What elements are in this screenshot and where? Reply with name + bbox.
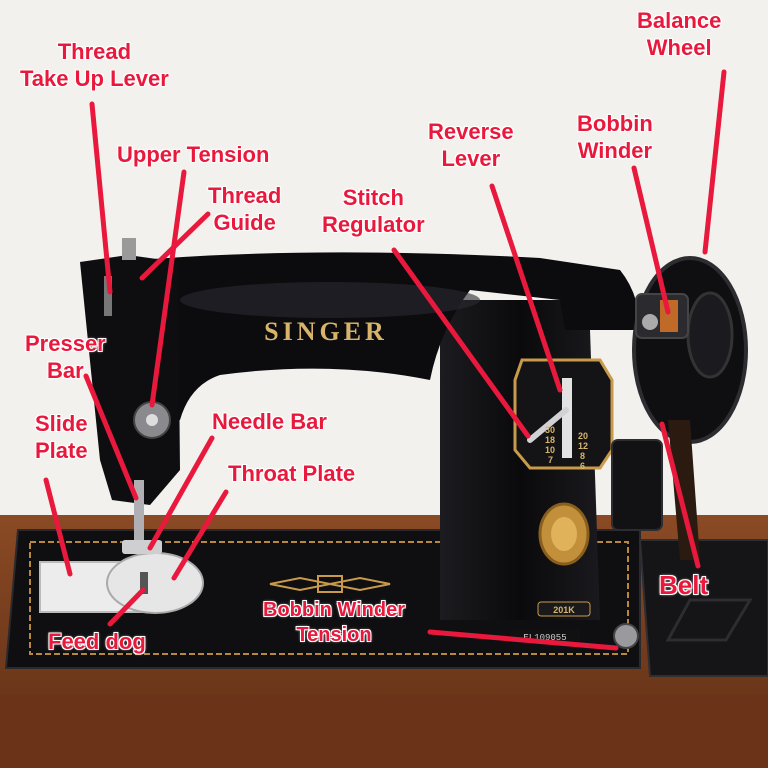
label-thread-take-up-lever-line-1: Thread <box>57 39 132 64</box>
label-reverse-lever: Reverse Lever <box>428 118 514 172</box>
label-slide-plate: Slide Plate <box>35 410 88 464</box>
bed-ornament-box <box>317 575 343 593</box>
label-presser-bar: Presser Bar <box>25 330 106 384</box>
label-belt-line-1: Belt <box>659 570 709 600</box>
pointer-reverse-lever <box>489 183 563 393</box>
stitch-scale-left-2: 10 <box>545 445 555 455</box>
label-balance-wheel-line-1: Balance <box>637 8 722 33</box>
stitch-regulator-slot <box>562 378 572 458</box>
bobbin-winder-tension-part <box>613 623 639 649</box>
label-bobbin-winder-tension: Bobbin Winder Tension <box>263 598 405 648</box>
serial-text: EL109055 <box>523 633 566 643</box>
motor-block <box>611 439 663 531</box>
take-up-lever-part <box>104 276 112 316</box>
upper-tension-center <box>146 414 158 426</box>
label-needle-bar: Needle Bar <box>212 408 327 435</box>
label-presser-bar-line-1: Presser <box>25 331 106 356</box>
pointer-bobbin-winder-tension <box>427 629 619 651</box>
needle-bar-part <box>134 480 144 550</box>
reverse-lever-part <box>527 407 569 443</box>
model-badge-text: 201K <box>553 605 575 615</box>
label-upper-tension: Upper Tension <box>117 141 269 168</box>
label-bobbin-winder: Bobbin Winder <box>577 110 653 164</box>
label-throat-plate: Throat Plate <box>228 460 355 487</box>
label-thread-take-up-lever: Thread Take Up Lever <box>20 38 169 92</box>
label-feed-dog: Feed dog <box>48 628 146 655</box>
stitch-scale-right-2: 8 <box>580 451 585 461</box>
spool-pin <box>122 238 136 260</box>
extension-plate-chevron <box>665 598 753 642</box>
singer-logo: SINGER <box>264 317 388 346</box>
pointer-upper-tension <box>149 169 187 408</box>
label-balance-wheel: Balance Wheel <box>637 7 721 61</box>
label-needle-bar-line-1: Needle Bar <box>212 409 327 434</box>
stitch-scale-right-0: 20 <box>578 431 588 441</box>
singer-medallion-inner <box>551 517 577 551</box>
label-stitch-regulator-line-1: Stitch <box>342 185 404 210</box>
pointer-slide-plate <box>43 477 73 577</box>
pointer-thread-guide <box>139 211 211 281</box>
stitch-scale-right-3: 6 <box>580 461 585 471</box>
pointer-belt <box>659 421 701 569</box>
label-belt: Belt <box>659 570 708 600</box>
pointer-bobbin-winder <box>631 165 671 315</box>
pointer-balance-wheel <box>702 69 727 255</box>
throat-plate <box>106 552 204 614</box>
stitch-scale-right-1: 12 <box>578 441 588 451</box>
machine-head <box>80 255 180 505</box>
stitch-scale-left-3: 7 <box>548 455 553 465</box>
label-thread-guide: Thread Guide <box>208 182 281 236</box>
pointer-throat-plate <box>171 489 229 581</box>
label-stitch-regulator-line-2: Regulator <box>322 212 425 237</box>
stitch-scale-left-1: 18 <box>545 435 555 445</box>
label-reverse-lever-line-1: Reverse <box>428 119 514 144</box>
label-upper-tension-line-1: Upper Tension <box>117 142 270 167</box>
label-bobbin-winder-tension-line-2: Tension <box>296 624 372 646</box>
pointer-feed-dog <box>107 587 146 627</box>
bed-center-ornament <box>269 576 391 592</box>
label-slide-plate-line-2: Plate <box>35 438 88 463</box>
label-feed-dog-line-1: Feed dog <box>48 629 146 654</box>
arm-highlight <box>180 282 480 318</box>
label-presser-bar-line-2: Bar <box>47 358 84 383</box>
belt-part <box>668 420 700 560</box>
cabinet-front-edge <box>0 695 768 768</box>
label-thread-guide-line-2: Guide <box>213 210 276 235</box>
balance-wheel-hub <box>686 291 734 379</box>
label-slide-plate-line-1: Slide <box>35 411 88 436</box>
bed-gold-border <box>29 541 629 655</box>
label-throat-plate-line-1: Throat Plate <box>228 461 356 486</box>
label-thread-guide-line-1: Thread <box>208 183 282 208</box>
pointer-stitch-regulator <box>391 247 531 439</box>
label-balance-wheel-line-2: Wheel <box>646 35 712 60</box>
pointer-needle-bar <box>147 435 215 551</box>
feed-dog-slot <box>140 572 148 594</box>
pointer-presser-bar <box>83 373 139 501</box>
label-thread-take-up-lever-line-2: Take Up Lever <box>20 66 169 91</box>
label-reverse-lever-line-2: Lever <box>441 146 501 171</box>
bobbin-winder-knob <box>642 314 658 330</box>
bobbin-thread <box>660 300 678 332</box>
stitch-scale-left-0: 30 <box>545 425 555 435</box>
pointer-thread-take-up-lever <box>89 101 113 295</box>
label-bobbin-winder-line-1: Bobbin <box>577 111 653 136</box>
model-badge <box>537 601 591 617</box>
label-bobbin-winder-tension-line-1: Bobbin Winder <box>263 599 406 621</box>
label-stitch-regulator: Stitch Regulator <box>322 184 425 238</box>
label-bobbin-winder-line-2: Winder <box>577 138 653 163</box>
extension-plate <box>638 539 768 677</box>
